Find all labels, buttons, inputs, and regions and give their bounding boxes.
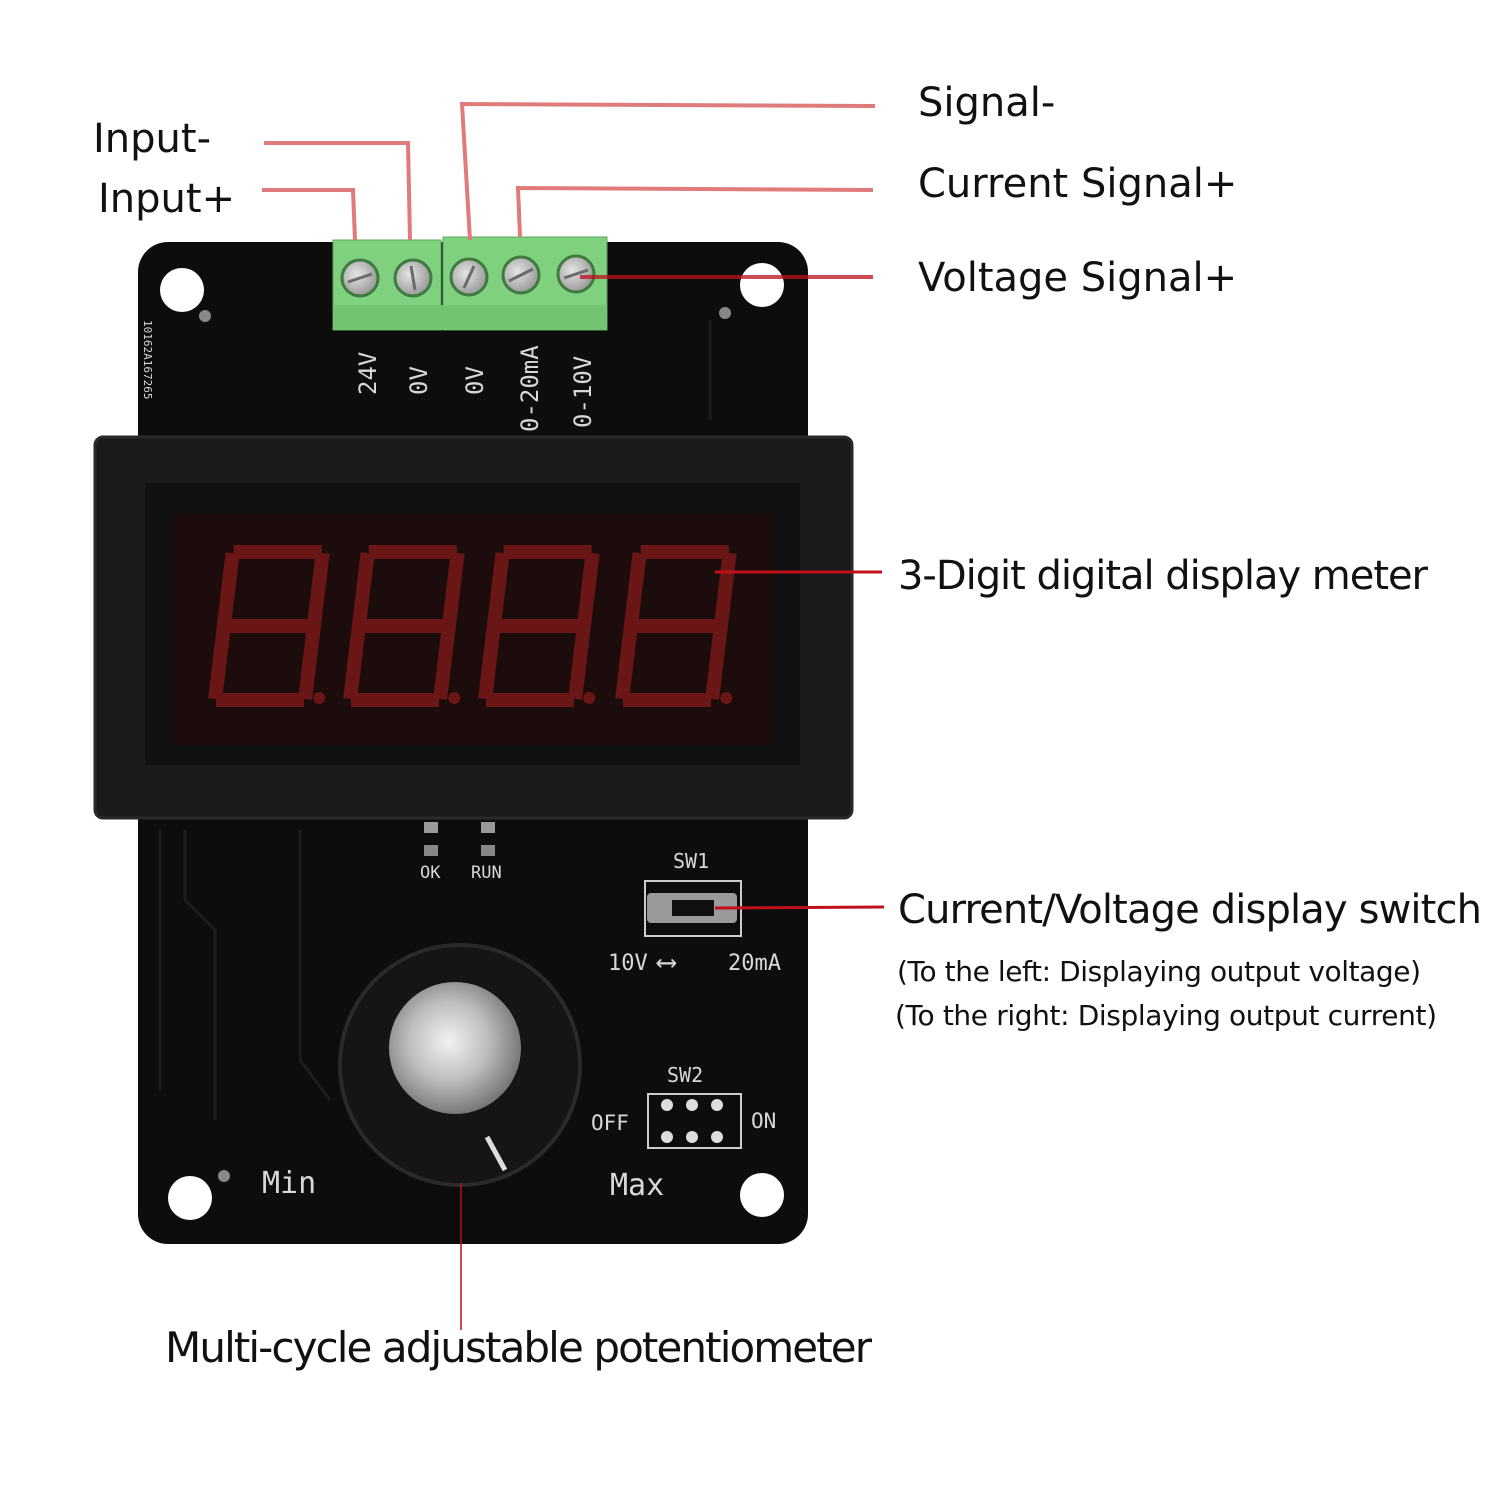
label-voltage-signal-plus: Voltage Signal+ — [918, 255, 1237, 301]
knob-cap[interactable] — [389, 982, 521, 1114]
digit-1-segment-c — [433, 624, 456, 700]
digit-2-segment-b — [576, 552, 600, 628]
label-potentiometer: Multi-cycle adjustable potentiometer — [165, 1323, 873, 1372]
digit-1-segment-b — [441, 552, 465, 628]
display-digits — [208, 545, 737, 707]
terminal-label-0v-signal: 0V — [461, 366, 489, 395]
label-switch-right-note: (To the right: Displaying output current… — [895, 999, 1437, 1032]
led-ok — [424, 822, 438, 833]
digit-3-segment-b — [713, 552, 737, 628]
digital-display-meter — [93, 435, 854, 820]
digit-3-segment-c — [705, 624, 728, 700]
sw2-label: SW2 — [667, 1063, 703, 1087]
digit-2-segment-f — [486, 552, 510, 628]
sw1-left-label: 10V — [608, 951, 648, 976]
label-display-switch: Current/Voltage display switch — [898, 887, 1482, 933]
terminal-label-0v: 0V — [405, 366, 433, 395]
digit-0-decimal-point — [313, 692, 326, 704]
serial-number: 10162A167265 — [141, 320, 154, 399]
sw1-right-label: 20mA — [728, 951, 781, 976]
max-label: Max — [610, 1168, 664, 1203]
status-leds: OK RUN — [420, 822, 502, 883]
label-display-meter: 3-Digit digital display meter — [898, 553, 1429, 599]
sw1-arrow-icon: ⟷ — [656, 945, 677, 978]
potentiometer-knob[interactable]: Min Max — [262, 943, 664, 1203]
mount-hole — [168, 1176, 212, 1220]
led-ok-label: OK — [420, 863, 441, 883]
jumper-sw2: SW2 OFF ON — [591, 1063, 776, 1149]
terminal-label-0-20ma: 0-20mA — [516, 345, 544, 432]
led-run-label: RUN — [471, 863, 502, 883]
digit-0-segment-c — [298, 624, 321, 700]
digit-2-segment-e — [478, 624, 501, 700]
mount-hole — [740, 1173, 784, 1217]
sw2-off-label: OFF — [591, 1111, 629, 1135]
min-label: Min — [262, 1166, 316, 1201]
mount-hole — [160, 268, 204, 312]
label-current-signal-plus: Current Signal+ — [918, 161, 1237, 207]
digit-0-segment-b — [306, 552, 330, 628]
digit-1-segment-f — [351, 552, 375, 628]
sw1-label: SW1 — [673, 849, 709, 873]
terminal-block — [332, 236, 608, 331]
mount-hole — [740, 263, 784, 307]
terminal-label-24v: 24V — [354, 352, 382, 395]
digit-2-segment-c — [568, 624, 591, 700]
terminal-label-0-10v: 0-10V — [569, 356, 597, 428]
digit-0-segment-e — [208, 624, 231, 700]
digit-1-decimal-point — [448, 692, 461, 704]
label-switch-left-note: (To the left: Displaying output voltage) — [897, 955, 1421, 988]
terminal-labels: 24V 0V 0V 0-20mA 0-10V — [354, 345, 597, 432]
led-run — [481, 822, 495, 833]
display-switch-sw1[interactable]: SW1 10V ⟷ 20mA — [608, 849, 781, 978]
digit-0-segment-f — [216, 552, 240, 628]
leader-lines — [262, 101, 885, 1330]
digit-2-decimal-point — [583, 692, 596, 704]
label-signal-minus: Signal- — [918, 80, 1055, 126]
digit-3-decimal-point — [720, 692, 733, 704]
sw2-on-label: ON — [751, 1109, 776, 1133]
digit-3-segment-e — [615, 624, 638, 700]
label-input-plus: Input+ — [98, 176, 235, 222]
digit-1-segment-e — [343, 624, 366, 700]
label-input-minus: Input- — [93, 116, 211, 162]
digit-3-segment-f — [623, 552, 647, 628]
